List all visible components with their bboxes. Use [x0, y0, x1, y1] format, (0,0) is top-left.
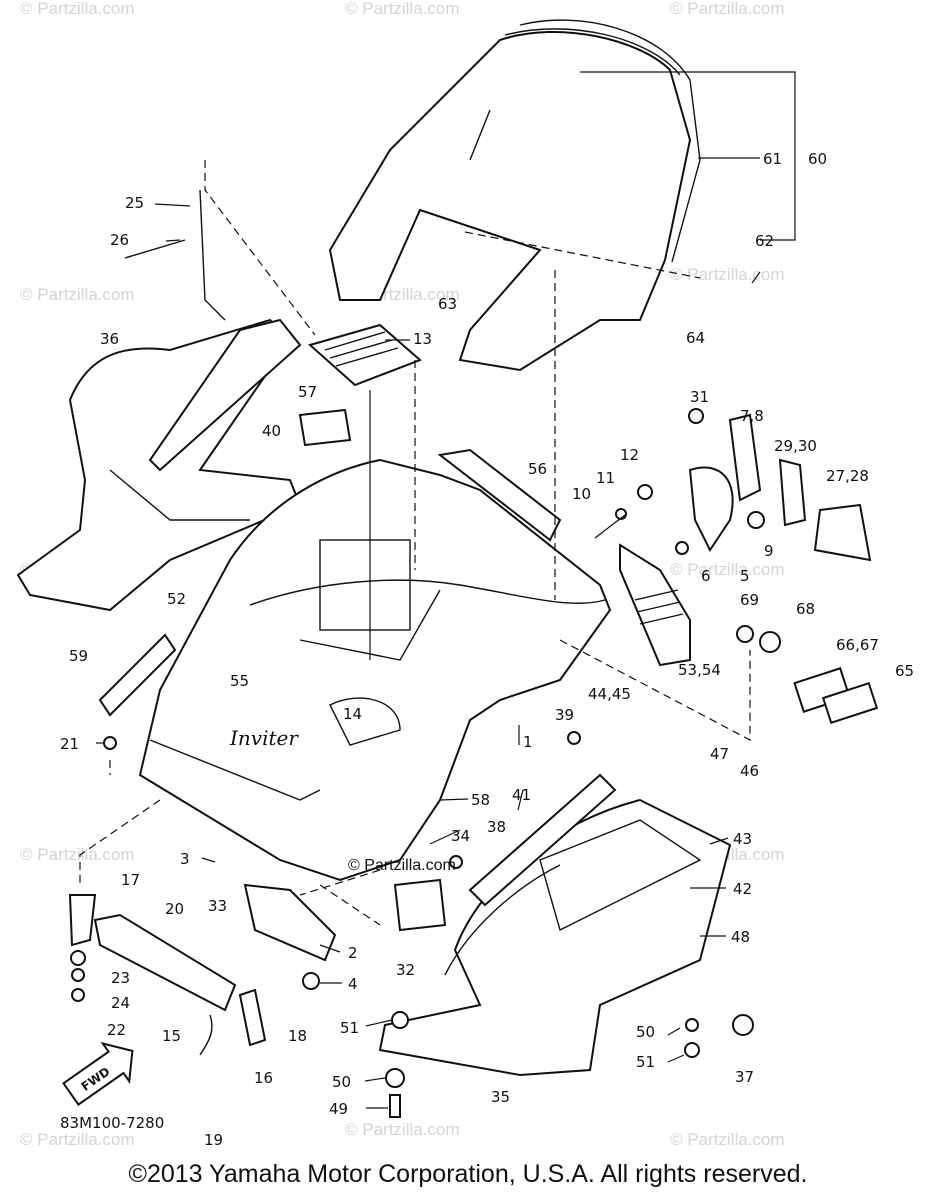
- callout-23: 23: [111, 969, 130, 987]
- callout-14: 14: [343, 705, 362, 723]
- callout-6: 6: [701, 567, 711, 585]
- callout-33: 33: [208, 897, 227, 915]
- copyright-footer: ©2013 Yamaha Motor Corporation, U.S.A. A…: [128, 1160, 808, 1188]
- callout-22: 22: [107, 1021, 126, 1039]
- callout-43: 43: [733, 830, 752, 848]
- callout-27-28: 27,28: [826, 467, 869, 485]
- watermark: © Partzilla.com: [20, 285, 135, 304]
- callout-69: 69: [740, 591, 759, 609]
- callout-56: 56: [528, 460, 547, 478]
- callout-21: 21: [60, 735, 79, 753]
- callout-51-right: 51: [636, 1053, 655, 1071]
- callout-13: 13: [413, 330, 432, 348]
- callout-38: 38: [487, 818, 506, 836]
- fwd-arrow: FWD: [62, 1041, 134, 1106]
- callout-18: 18: [288, 1027, 307, 1045]
- callout-49: 49: [329, 1100, 348, 1118]
- callout-11: 11: [596, 469, 615, 487]
- lower-hardware: [68, 189, 754, 1118]
- callout-61: 61: [763, 150, 782, 168]
- assembly-dash-lines: [79, 160, 751, 926]
- callout-24: 24: [111, 994, 130, 1012]
- callout-40: 40: [262, 422, 281, 440]
- callout-65: 65: [895, 662, 914, 680]
- center-watermark: © Partzilla.com: [348, 857, 456, 874]
- left-side-panel: [16, 318, 302, 612]
- callout-37: 37: [735, 1068, 754, 1086]
- callout-41: 41: [512, 786, 531, 804]
- callout-68: 68: [796, 600, 815, 618]
- callout-17: 17: [121, 871, 140, 889]
- watermark: © Partzilla.com: [20, 0, 135, 18]
- callout-12: 12: [620, 446, 639, 464]
- callout-34: 34: [451, 827, 470, 845]
- callout-48: 48: [731, 928, 750, 946]
- watermark: © Partzilla.com: [670, 265, 785, 284]
- callout-53-54: 53,54: [678, 661, 721, 679]
- callout-50-right: 50: [636, 1023, 655, 1041]
- watermark: © Partzilla.com: [20, 1130, 135, 1149]
- callout-25: 25: [125, 194, 144, 212]
- callout-63: 63: [438, 295, 457, 313]
- callout-29-30: 29,30: [774, 437, 817, 455]
- callout-52: 52: [167, 590, 186, 608]
- watermark: © Partzilla.com: [20, 845, 135, 864]
- right-lower-panel: [378, 773, 732, 1077]
- callout-55: 55: [230, 672, 249, 690]
- brackets-top-right: [594, 408, 879, 725]
- windshield-leads: [464, 71, 796, 279]
- watermark: © Partzilla.com: [670, 1130, 785, 1149]
- callout-35: 35: [491, 1088, 510, 1106]
- callout-42: 42: [733, 880, 752, 898]
- callout-44-45: 44,45: [588, 685, 631, 703]
- watermark: © Partzilla.com: [670, 560, 785, 579]
- callout-32: 32: [396, 961, 415, 979]
- grille-and-panels: [298, 408, 691, 667]
- callout-31: 31: [690, 388, 709, 406]
- callout-57: 57: [298, 383, 317, 401]
- callout-58: 58: [471, 791, 490, 809]
- hood-body: Inviter: [138, 458, 612, 882]
- callout-7-8: 7,8: [740, 407, 764, 425]
- watermark: © Partzilla.com: [345, 1120, 460, 1139]
- callout-62: 62: [755, 232, 774, 250]
- callout-15: 15: [162, 1027, 181, 1045]
- callout-46: 46: [740, 762, 759, 780]
- callout-leaders: [96, 203, 761, 1109]
- callout-9: 9: [764, 542, 774, 560]
- callout-51-left: 51: [340, 1019, 359, 1037]
- callout-50-lower: 50: [332, 1073, 351, 1091]
- callout-1: 1: [523, 733, 533, 751]
- callout-labels: 1 2 3 4 5 6 7,8 9 10 11 12 13 14 15 16 1…: [60, 150, 914, 1149]
- callout-20: 20: [165, 900, 184, 918]
- callout-16: 16: [254, 1069, 273, 1087]
- callout-36: 36: [100, 330, 119, 348]
- watermark: © Partzilla.com: [345, 0, 460, 18]
- callout-59: 59: [69, 647, 88, 665]
- side-decal: [98, 633, 177, 717]
- callout-3: 3: [180, 850, 190, 868]
- callout-4: 4: [348, 975, 358, 993]
- callout-5: 5: [740, 567, 750, 585]
- callout-64: 64: [686, 329, 705, 347]
- hood-logo-script: Inviter: [229, 726, 299, 750]
- callout-26: 26: [110, 231, 129, 249]
- callout-47: 47: [710, 745, 729, 763]
- callout-2: 2: [348, 944, 358, 962]
- callout-66-67: 66,67: [836, 636, 879, 654]
- callout-39: 39: [555, 706, 574, 724]
- windshield: [328, 19, 701, 372]
- watermark: © Partzilla.com: [670, 0, 785, 18]
- callout-60: 60: [808, 150, 827, 168]
- callout-19: 19: [204, 1131, 223, 1149]
- callout-10: 10: [572, 485, 591, 503]
- drawing-code: 83M100-7280: [60, 1114, 164, 1132]
